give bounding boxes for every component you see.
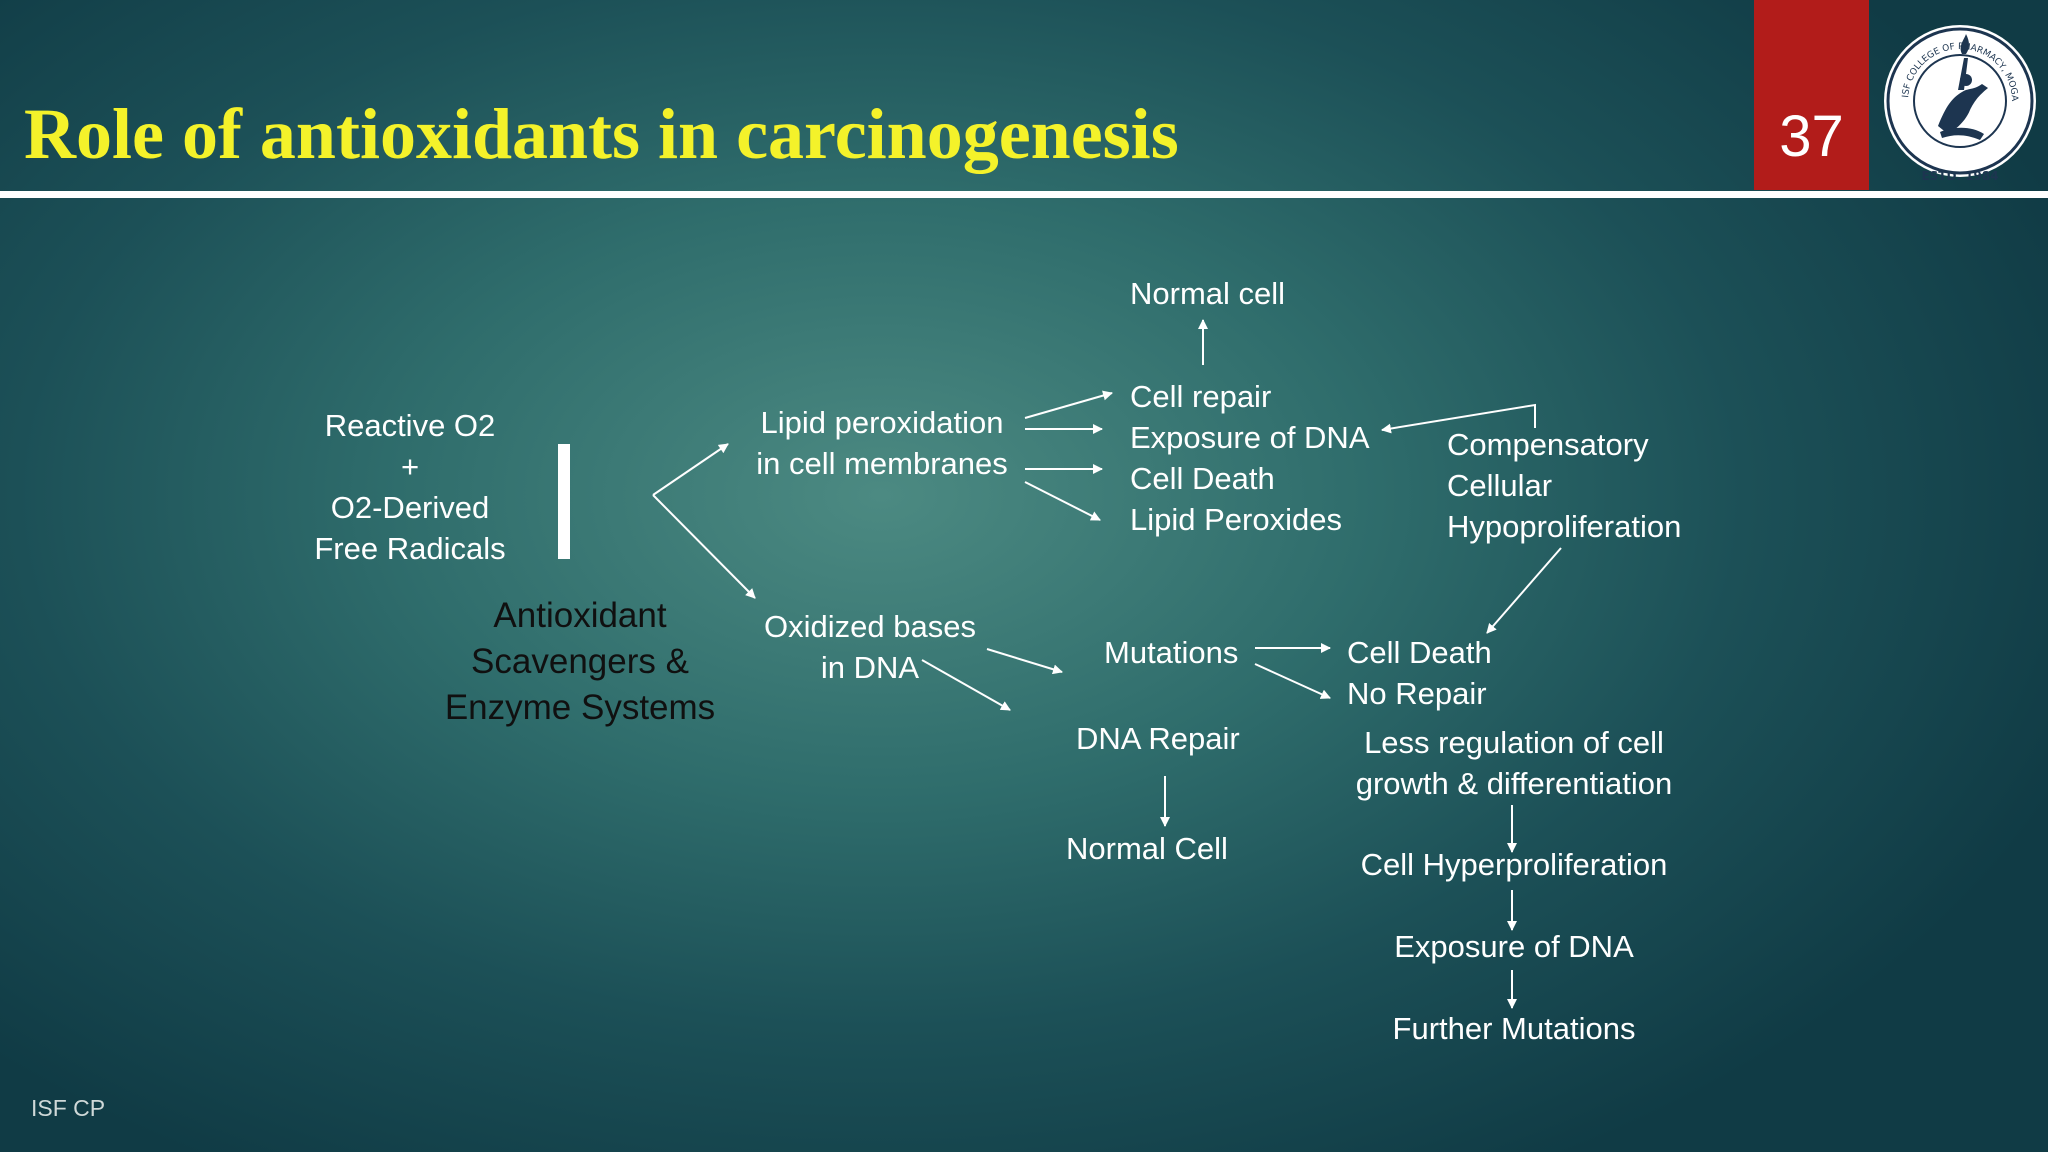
lipid-node: Lipid peroxidation in cell membranes <box>756 402 1008 484</box>
oxidized-line-1: Oxidized bases <box>764 609 976 644</box>
antioxidant-line-2: Scavengers & <box>471 642 689 681</box>
college-seal-logo: ISF COLLEGE OF PHARMACY, MOGA (PB) ESTD.… <box>1878 6 2036 183</box>
antioxidant-line-1: Antioxidant <box>493 596 667 635</box>
slide-title: Role of antioxidants in carcinogenesis <box>24 94 1179 174</box>
dna-repair-node: DNA Repair <box>1076 721 1240 756</box>
outcome-cell-death-2: Cell Death <box>1347 635 1492 670</box>
arrow-to-oxidized <box>652 494 756 599</box>
lipid-line-2: in cell membranes <box>756 446 1008 481</box>
further-mutations-node: Further Mutations <box>1392 1011 1636 1046</box>
outcome-no-repair: No Repair <box>1347 676 1487 711</box>
antioxidant-line-3: Enzyme Systems <box>444 688 716 727</box>
arrow-to-lipid <box>652 443 729 496</box>
arrow-compensatory-to-exposure <box>1381 403 1536 434</box>
compensatory-line-1: Compensatory <box>1447 427 1649 462</box>
arrow-lipid-peroxides <box>1024 481 1101 521</box>
outcome-lipid-peroxides: Lipid Peroxides <box>1130 502 1342 537</box>
compensatory-node: Compensatory Cellular Hypoproliferation <box>1447 424 1681 547</box>
source-node: Reactive O2 + O2-Derived Free Radicals <box>314 405 505 569</box>
oxidized-line-2: in DNA <box>820 650 920 685</box>
inhibition-bar <box>558 444 570 559</box>
lipid-outcomes: Cell repair Exposure of DNA Cell Death L… <box>1130 376 1370 540</box>
source-line-4: Free Radicals <box>314 531 506 566</box>
compensatory-line-3: Hypoproliferation <box>1447 509 1682 544</box>
source-line-2: + <box>400 449 420 484</box>
hyperproliferation-node: Cell Hyperproliferation <box>1360 847 1668 882</box>
arrow-oxidized-to-repair <box>921 659 1011 711</box>
page-number-box: 37 <box>1754 0 1869 190</box>
outcome-cell-repair: Cell repair <box>1130 379 1272 414</box>
logo-estd: ESTD. 1984 <box>1921 169 1998 183</box>
arrow-lipid-cell-repair <box>1024 390 1113 419</box>
outcome-exposure-dna: Exposure of DNA <box>1130 420 1370 455</box>
lipid-line-1: Lipid peroxidation <box>760 405 1004 440</box>
source-line-3: O2-Derived <box>330 490 490 525</box>
page-number: 37 <box>1779 104 1844 169</box>
regulation-line-1: Less regulation of cell <box>1364 725 1664 760</box>
normal-cell-bottom: Normal Cell <box>1066 831 1228 866</box>
normal-cell-top: Normal cell <box>1130 276 1286 311</box>
regulation-node: Less regulation of cell growth & differe… <box>1356 722 1673 804</box>
compensatory-line-2: Cellular <box>1447 468 1553 503</box>
footer-label: ISF CP <box>31 1095 106 1121</box>
source-line-1: Reactive O2 <box>324 408 496 443</box>
mutations-node: Mutations <box>1104 635 1239 670</box>
exposure-dna-node: Exposure of DNA <box>1394 929 1634 964</box>
mutation-outcomes: Cell Death No Repair <box>1347 632 1492 714</box>
outcome-cell-death: Cell Death <box>1130 461 1275 496</box>
antioxidant-node: Antioxidant Scavengers & Enzyme Systems <box>445 593 715 731</box>
regulation-line-2: growth & differentiation <box>1355 766 1673 801</box>
oxidized-node: Oxidized bases in DNA <box>764 606 976 688</box>
arrow-hypoproliferation-to-death <box>1486 547 1562 634</box>
arrow-oxidized-to-mutations <box>986 648 1063 675</box>
title-divider <box>0 191 2048 198</box>
arrow-mutations-to-norepair <box>1254 663 1331 699</box>
